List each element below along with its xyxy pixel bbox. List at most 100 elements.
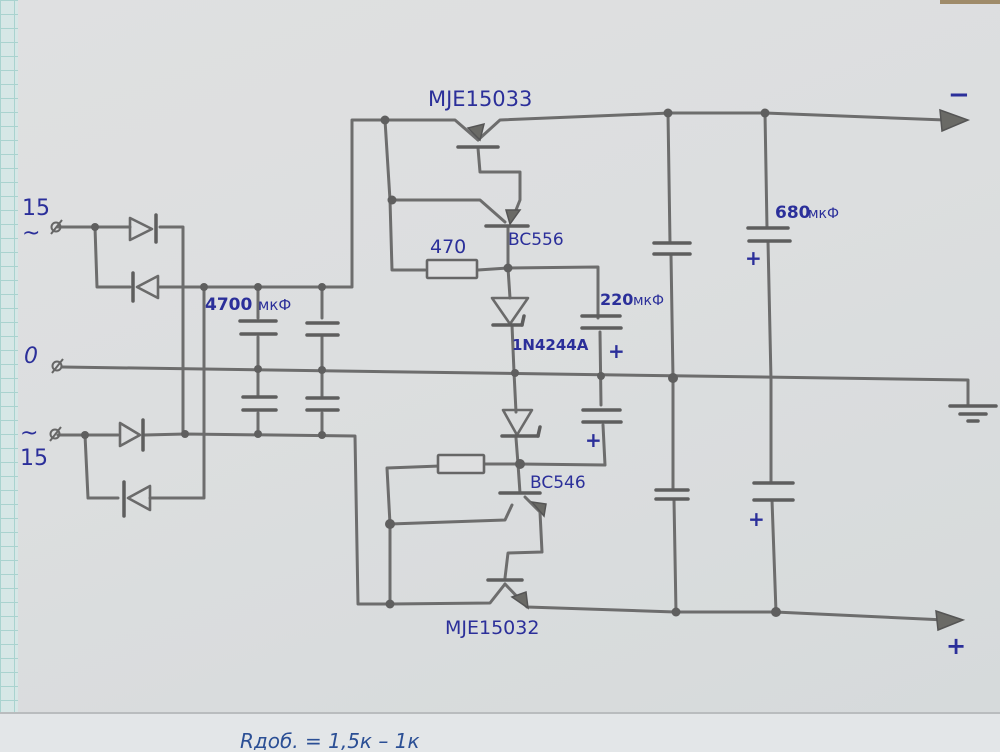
- output-negative-label: −: [948, 80, 970, 110]
- wire-res-bottom-left: [385, 464, 442, 606]
- wire-res470-right: [476, 265, 600, 320]
- cap-680-unit: мкФ: [808, 206, 839, 222]
- capacitor-icon: [305, 396, 340, 412]
- table-edge: [940, 0, 1000, 4]
- zener-label: 1N4244A: [512, 336, 589, 354]
- diode-icon: [122, 480, 152, 518]
- wire-mje15033-collector: [476, 111, 947, 142]
- capacitor-icon: [652, 241, 692, 256]
- input-bottom-symbol: ~: [20, 421, 38, 446]
- zener-diode-top-icon: [490, 296, 530, 327]
- junction-dot: [254, 283, 262, 291]
- wires: [56, 111, 970, 622]
- bottom-note: Rдоб. = 1,5к – 1к: [240, 729, 420, 750]
- junction-dot: [181, 430, 189, 438]
- resistor-bottom-icon: [436, 453, 486, 475]
- junction-dot: [380, 115, 390, 125]
- terminal-circle-icon: [50, 219, 63, 235]
- bc546-label: BC546: [530, 473, 586, 493]
- input-top-value: 15: [22, 196, 50, 221]
- junction-dot: [318, 283, 326, 291]
- arrow-right-icon: [939, 108, 971, 133]
- bc556-label: BC556: [508, 230, 564, 250]
- input-top-symbol: ~: [22, 221, 40, 246]
- wire-d3-out: [143, 432, 392, 606]
- output-positive-label: +: [946, 632, 966, 660]
- junction-dot: [760, 108, 770, 118]
- cap-220-polarity: +: [608, 339, 625, 363]
- wire-bc556-base: [390, 198, 507, 224]
- resistor-470-label: 470: [430, 236, 466, 258]
- junction-dot: [671, 607, 681, 617]
- capacitor-icon: [654, 488, 690, 501]
- junction-dot: [771, 607, 781, 617]
- cap-220-value: 220: [600, 290, 633, 309]
- junction-dot: [318, 431, 326, 439]
- junction-dot: [254, 365, 262, 373]
- terminal-circle-icon: [51, 358, 64, 374]
- capacitor-icon: [241, 395, 278, 412]
- mje15032-label: MJE15032: [445, 617, 539, 639]
- ground-symbol-icon: [948, 404, 998, 423]
- junction-dot: [663, 108, 673, 118]
- wire-mje15032-base: [388, 582, 507, 606]
- junction-dot: [503, 263, 513, 273]
- resistor-470-icon: [425, 258, 479, 280]
- underlying-sheet: [0, 712, 1000, 752]
- capacitor-220-icon: [580, 314, 623, 330]
- junctions: [81, 108, 781, 617]
- pnp-transistor-bc556-icon: [484, 209, 530, 228]
- npn-transistor-mje15032-icon: [486, 578, 529, 610]
- wire-bc556-ctrl: [476, 146, 522, 222]
- junction-dot: [318, 366, 326, 374]
- input-zero-label: 0: [24, 344, 38, 369]
- junction-dot: [200, 283, 208, 291]
- junction-dot: [597, 372, 605, 380]
- junction-dot: [91, 223, 99, 231]
- filter-cap-value: 4700: [205, 295, 252, 315]
- junction-dot: [668, 373, 678, 383]
- wire-bc546-emitter: [503, 495, 544, 580]
- junction-dot: [385, 519, 395, 529]
- wire-d2-out: [148, 285, 206, 500]
- zener-diode-bottom-icon: [500, 408, 542, 438]
- npn-transistor-bc546-icon: [498, 491, 547, 518]
- wire-zero: [60, 365, 970, 407]
- filter-cap-unit: мкФ: [258, 296, 291, 314]
- junction-dot: [515, 459, 525, 469]
- cap-680-value: 680: [775, 203, 811, 223]
- wire-rail-neg-raw: [202, 118, 387, 289]
- diode-icon: [128, 213, 158, 244]
- terminal-circle-icon: [49, 426, 62, 442]
- junction-dot: [387, 195, 397, 205]
- junction-dot: [511, 369, 519, 377]
- cap-680-polarity: +: [745, 246, 762, 270]
- grid-paper-edge: [0, 0, 20, 750]
- capacitor-icon: [305, 321, 340, 337]
- junction-dot: [385, 599, 395, 609]
- mje15033-label: MJE15033: [428, 87, 532, 111]
- junction-dot: [254, 430, 262, 438]
- wire-bc546-base: [388, 503, 514, 526]
- capacitor-680-lower-icon: [752, 481, 795, 502]
- wire-cap-c2: [763, 111, 778, 614]
- arrow-right-icon: [935, 609, 966, 632]
- capacitor-lower-icon: [581, 408, 623, 424]
- wire-mje15032-emitter: [503, 582, 947, 622]
- cap-680-lower-polarity: +: [748, 507, 765, 531]
- diode-icon: [131, 271, 160, 303]
- wire-d4-loop: [83, 433, 120, 500]
- wire-mje15033-base-bus: [383, 118, 427, 272]
- wire-cap220-stack: [518, 330, 607, 467]
- input-bottom-value: 15: [20, 446, 48, 471]
- wire-mje15033-emitter: [383, 118, 480, 142]
- pnp-transistor-mje15033-icon: [456, 122, 500, 149]
- capacitor-680-icon: [746, 226, 792, 243]
- wire-cap-c1: [666, 111, 678, 614]
- wire-d2-loop: [93, 225, 132, 289]
- capacitor-icon: [238, 319, 278, 336]
- wire-d1-out: [158, 225, 185, 436]
- cap-220-unit: мкФ: [633, 293, 664, 309]
